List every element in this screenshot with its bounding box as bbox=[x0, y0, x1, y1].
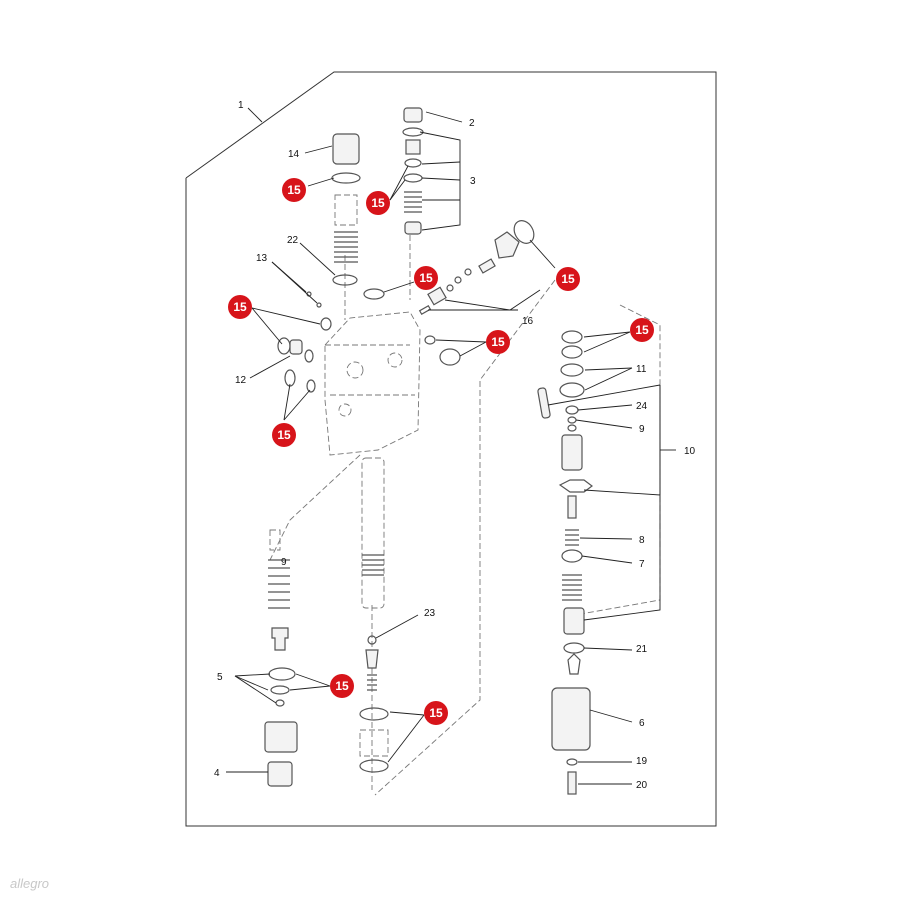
callout-12: 12 bbox=[235, 375, 247, 386]
svg-text:15: 15 bbox=[287, 183, 301, 197]
callout-20: 20 bbox=[636, 780, 648, 791]
callout-13: 13 bbox=[256, 253, 268, 264]
callout-labels: 1 2 3 14 22 13 12 16 9 5 4 23 11 24 9 10… bbox=[214, 100, 696, 791]
callout-22: 22 bbox=[287, 235, 299, 246]
badge-15: 15 bbox=[330, 674, 354, 698]
highlight-badges: 15 15 15 15 15 15 15 15 15 15 bbox=[228, 178, 654, 725]
callout-5: 5 bbox=[217, 672, 223, 683]
badge-15: 15 bbox=[282, 178, 306, 202]
detent-parts-16 bbox=[363, 220, 535, 366]
svg-text:15: 15 bbox=[277, 428, 291, 442]
callout-9a: 9 bbox=[281, 557, 287, 568]
left-plugs-12 bbox=[277, 291, 332, 393]
callout-2: 2 bbox=[469, 118, 475, 129]
svg-text:15: 15 bbox=[419, 271, 433, 285]
badge-15: 15 bbox=[272, 423, 296, 447]
svg-text:15: 15 bbox=[335, 679, 349, 693]
cap-assembly-14 bbox=[331, 133, 361, 286]
badge-15: 15 bbox=[228, 295, 252, 319]
spring-stack-3 bbox=[402, 107, 424, 235]
callout-7: 7 bbox=[639, 559, 645, 570]
valve-body bbox=[324, 311, 421, 456]
callout-10: 10 bbox=[684, 446, 696, 457]
central-spool bbox=[359, 457, 389, 773]
callout-4: 4 bbox=[214, 768, 220, 779]
badge-15: 15 bbox=[366, 191, 390, 215]
callout-8: 8 bbox=[639, 535, 645, 546]
callout-11: 11 bbox=[636, 364, 647, 375]
highlight-leaders bbox=[251, 165, 631, 763]
callout-14: 14 bbox=[288, 149, 300, 160]
callout-19: 19 bbox=[636, 756, 648, 767]
svg-text:15: 15 bbox=[371, 196, 385, 210]
badge-15: 15 bbox=[414, 266, 438, 290]
svg-text:15: 15 bbox=[561, 272, 575, 286]
right-assembly-10 bbox=[537, 330, 593, 795]
badge-15: 15 bbox=[556, 267, 580, 291]
callout-23: 23 bbox=[424, 608, 436, 619]
svg-text:15: 15 bbox=[429, 706, 443, 720]
callout-1: 1 bbox=[238, 100, 244, 111]
watermark: allegro bbox=[10, 876, 49, 891]
leader-lines bbox=[226, 107, 676, 785]
left-spool-4-5 bbox=[264, 529, 298, 787]
badge-15: 15 bbox=[424, 701, 448, 725]
callout-16: 16 bbox=[522, 316, 534, 327]
callout-9b: 9 bbox=[639, 424, 645, 435]
callout-6: 6 bbox=[639, 718, 645, 729]
svg-text:15: 15 bbox=[491, 335, 505, 349]
badge-15: 15 bbox=[486, 330, 510, 354]
callout-24: 24 bbox=[636, 401, 648, 412]
callout-21: 21 bbox=[636, 644, 648, 655]
svg-text:15: 15 bbox=[233, 300, 247, 314]
badge-15: 15 bbox=[630, 318, 654, 342]
callout-3: 3 bbox=[470, 176, 476, 187]
svg-text:15: 15 bbox=[635, 323, 649, 337]
frame-border bbox=[185, 71, 717, 827]
